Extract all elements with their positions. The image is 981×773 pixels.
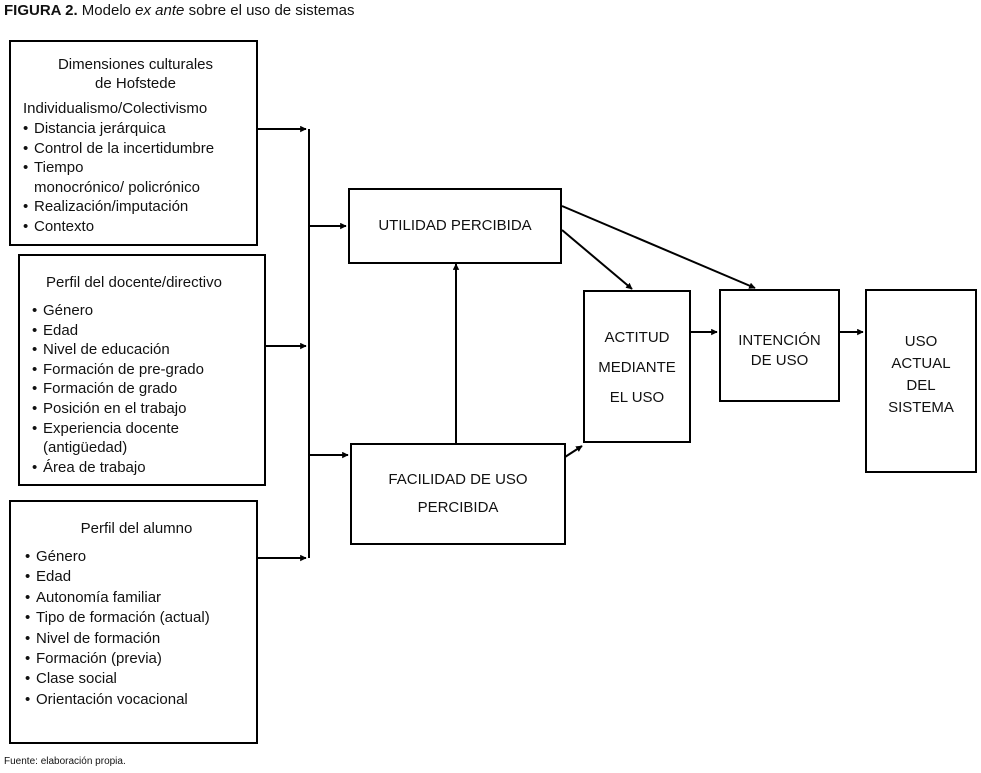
list-item: Autonomía familiar bbox=[25, 588, 248, 609]
list-item: Género bbox=[25, 547, 248, 568]
node-actitud-line: ACTITUD bbox=[604, 329, 670, 346]
box-cultural-heading-line1: Dimensiones culturales bbox=[57, 56, 214, 73]
node-uso-actual: USO ACTUAL DEL SISTEMA bbox=[865, 289, 977, 473]
list-item: Orientación vocacional bbox=[25, 690, 248, 711]
node-facilidad-line: FACILIDAD DE USO bbox=[388, 471, 528, 488]
node-actitud: ACTITUD MEDIANTE EL USO bbox=[583, 290, 691, 443]
list-item: Clase social bbox=[25, 669, 248, 690]
list-item: Edad bbox=[25, 567, 248, 588]
node-intencion-line: DE USO bbox=[750, 352, 809, 369]
figure-title-post: sobre el uso de sistemas bbox=[188, 2, 355, 19]
list-item: Formación (previa) bbox=[25, 649, 248, 670]
list-item: Tipo de formación (actual) bbox=[25, 608, 248, 629]
list-item: Realización/imputación bbox=[23, 197, 248, 217]
node-uso-line: ACTUAL bbox=[891, 355, 951, 372]
list-item: Tiempo monocrónico/ policrónico bbox=[23, 158, 214, 197]
node-facilidad-de-uso: FACILIDAD DE USO PERCIBIDA bbox=[350, 443, 566, 545]
list-item: Edad bbox=[32, 321, 256, 341]
box-cultural-dimensions: Dimensiones culturales de Hofstede Indiv… bbox=[9, 40, 258, 246]
list-item: Distancia jerárquica bbox=[23, 119, 248, 139]
list-item: Formación de pre-grado bbox=[32, 360, 256, 380]
box-docente-profile: Perfil del docente/directivo Género Edad… bbox=[18, 254, 266, 486]
box-cultural-heading-line2: de Hofstede bbox=[95, 75, 176, 92]
source-note: Fuente: elaboración propia. bbox=[4, 756, 126, 767]
figure-title: FIGURA 2. Modelo ex ante sobre el uso de… bbox=[4, 2, 354, 19]
box-alumno-list: Género Edad Autonomía familiar Tipo de f… bbox=[25, 547, 248, 711]
box-alumno-profile: Perfil del alumno Género Edad Autonomía … bbox=[9, 500, 258, 744]
figure-title-pre: Modelo bbox=[81, 2, 131, 19]
list-item: Nivel de formación bbox=[25, 629, 248, 650]
list-item: Control de la incertidumbre bbox=[23, 139, 248, 159]
list-item: Posición en el trabajo bbox=[32, 399, 256, 419]
node-uso-line: SISTEMA bbox=[888, 399, 954, 416]
node-utilidad-line: UTILIDAD PERCIBIDA bbox=[378, 217, 532, 234]
node-actitud-line: EL USO bbox=[609, 389, 665, 406]
arrow-facilidad-to-actitud bbox=[564, 445, 583, 458]
list-item: Formación de grado bbox=[32, 379, 256, 399]
node-actitud-line: MEDIANTE bbox=[598, 359, 676, 376]
node-intencion-de-uso: INTENCIÓN DE USO bbox=[719, 289, 840, 402]
node-facilidad-line: PERCIBIDA bbox=[417, 499, 499, 516]
figure-title-italic: ex ante bbox=[135, 2, 185, 19]
list-item: Nivel de educación bbox=[32, 340, 256, 360]
box-alumno-heading: Perfil del alumno bbox=[80, 520, 193, 537]
node-intencion-line: INTENCIÓN bbox=[738, 332, 821, 349]
list-item: Experiencia docente (antigüedad) bbox=[32, 419, 208, 458]
list-item: Contexto bbox=[23, 217, 248, 237]
arrow-utilidad-to-actitud bbox=[561, 229, 633, 290]
node-uso-line: DEL bbox=[906, 377, 936, 394]
figure-label: FIGURA 2. bbox=[4, 2, 78, 19]
box-docente-list: Género Edad Nivel de educación Formación… bbox=[32, 301, 256, 477]
box-cultural-heading: Dimensiones culturales de Hofstede bbox=[23, 55, 248, 93]
node-uso-line: USO bbox=[904, 333, 938, 350]
box-cultural-list: Distancia jerárquica Control de la incer… bbox=[23, 119, 248, 237]
arrow-utilidad-to-intencion bbox=[561, 205, 756, 289]
node-utilidad-percibida: UTILIDAD PERCIBIDA bbox=[348, 188, 562, 264]
box-docente-heading: Perfil del docente/directivo bbox=[46, 274, 222, 291]
box-cultural-first-line: Individualismo/Colectivismo bbox=[23, 100, 208, 117]
list-item: Área de trabajo bbox=[32, 458, 256, 478]
list-item: Género bbox=[32, 301, 256, 321]
